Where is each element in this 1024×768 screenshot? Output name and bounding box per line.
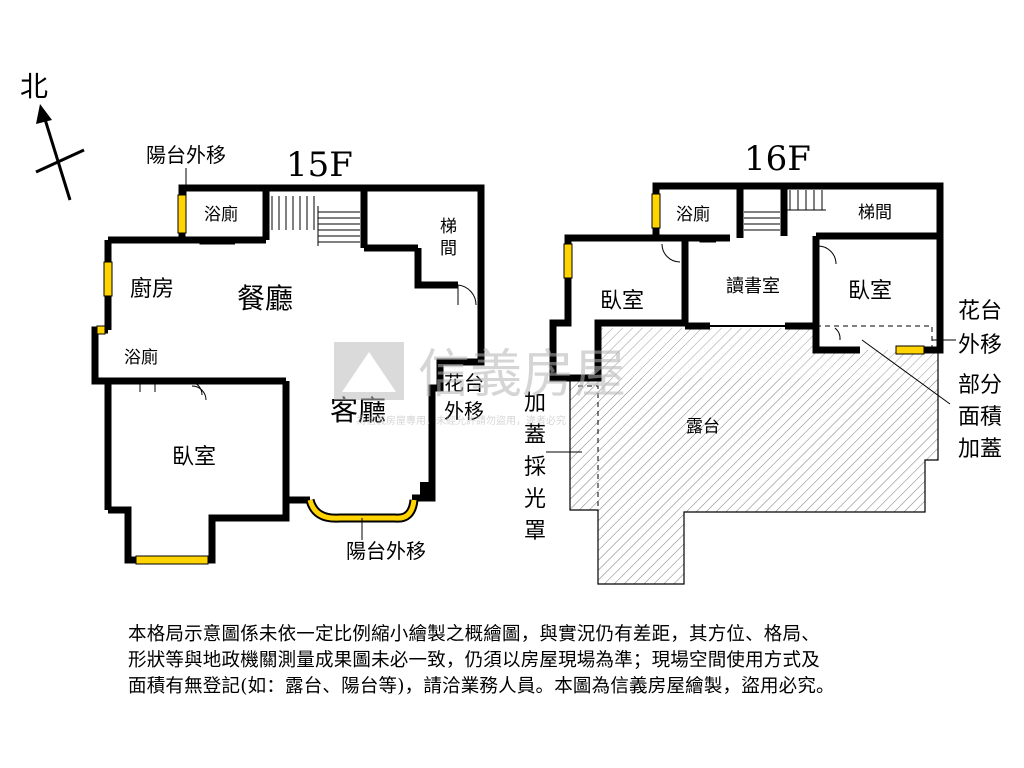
leader-line: [861, 339, 951, 405]
window: [135, 555, 209, 565]
window: [177, 194, 187, 234]
room-study: 讀書室: [726, 276, 780, 297]
wall-pillar: [420, 482, 432, 500]
floor-15-doors: [139, 240, 477, 401]
floor-15-title: 15F: [286, 145, 353, 185]
disclaimer: 本格局示意圖係未依一定比例縮小繪製之概繪圖，與實況仍有差距，其方位、格局、 形狀…: [128, 622, 968, 700]
room-terrace: 露台: [686, 417, 720, 437]
room-dining: 餐廳: [237, 282, 293, 315]
watermark: 信義房屋 為信義房屋專用，未經允許請勿盜用，違者必究: [334, 342, 626, 427]
terrace-outline: [569, 350, 939, 585]
bay-window: [307, 499, 417, 521]
floor-16-walls: [549, 182, 944, 382]
note-flower-stand-15: 花台 外移: [444, 371, 490, 423]
room-bath-top: 浴廁: [204, 204, 238, 225]
room-bath-16: 浴廁: [676, 204, 710, 225]
room-bedroom-15: 臥室: [172, 445, 216, 470]
floor-16-staircase: [744, 190, 826, 231]
window: [651, 193, 661, 229]
room-bedroom-16-right: 臥室: [848, 279, 892, 304]
window: [563, 243, 573, 279]
watermark-logo-roof: [342, 352, 396, 392]
north-arrow-shaft: [42, 115, 72, 201]
north-arrow-head: [36, 104, 52, 124]
floor-16-windows: [563, 193, 925, 355]
note-balcony-top: 陽台外移: [146, 143, 226, 167]
floor-15-windows: [96, 194, 209, 565]
terrace-hatch-lower: [570, 378, 938, 584]
floor-15-staircase: [265, 196, 360, 246]
disclaimer-line-3: 面積有無登記(如：露台、陽台等)，請洽業務人員。本圖為信義房屋繪製，盜用必究。: [128, 676, 835, 697]
window: [96, 325, 106, 335]
compass-north-label: 北: [20, 70, 48, 103]
watermark-brand: 信義房屋: [418, 345, 626, 405]
note-skylight: 加 蓋 採 光 罩: [524, 391, 553, 544]
disclaimer-line-1: 本格局示意圖係未依一定比例縮小繪製之概繪圖，與實況仍有差距，其方位、格局、: [128, 624, 820, 645]
floor-16-plan: 16F: [524, 139, 1009, 585]
floor-16-title: 16F: [744, 139, 811, 179]
compass-crossbar: [35, 148, 85, 174]
note-partial-area: 部分 面積 加蓋: [958, 373, 1009, 462]
room-kitchen: 廚房: [130, 277, 174, 302]
room-bedroom-16-left: 臥室: [600, 289, 644, 314]
watermark-small-text: 為信義房屋專用，未經允許請勿盜用，違者必究: [356, 414, 566, 427]
note-balcony-bottom: 陽台外移: [346, 539, 426, 563]
compass: 北: [20, 70, 85, 201]
room-stair-15: 梯 間: [440, 217, 462, 259]
floor-16-dashed-outlines: [578, 325, 933, 510]
room-bath-left: 浴廁: [124, 347, 158, 368]
window: [895, 345, 925, 355]
room-stair-16: 梯間: [858, 203, 892, 223]
floor-15-plan: 15F: [91, 143, 490, 565]
window: [103, 261, 113, 297]
disclaimer-line-2: 形狀等與地政機關測量成果圖未必一致，仍須以房屋現場為準；現場空間使用方式及: [128, 650, 820, 671]
note-flower-stand-16: 花台 外移: [958, 299, 1009, 358]
floor-16-doors: [661, 238, 841, 341]
